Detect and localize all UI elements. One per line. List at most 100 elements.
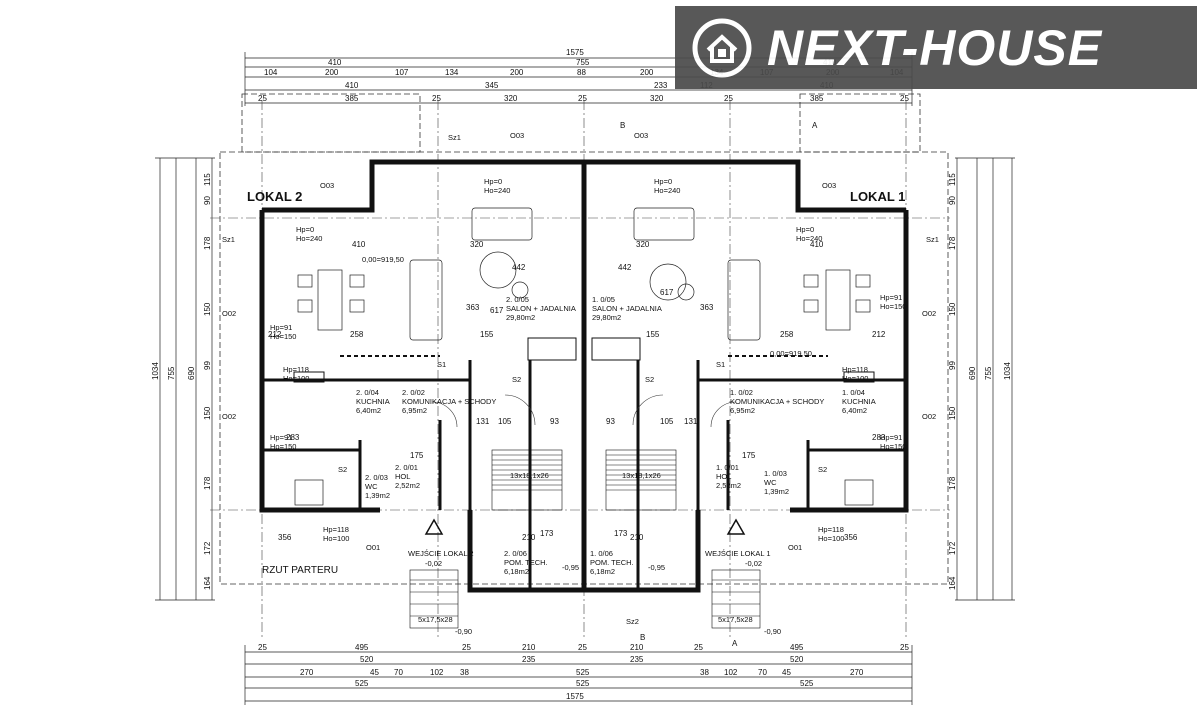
svg-text:1034: 1034 [1003, 362, 1012, 380]
svg-text:270: 270 [850, 668, 864, 677]
svg-text:KOMUNIKACJA + SCHODY: KOMUNIKACJA + SCHODY [730, 397, 824, 406]
svg-text:SALON + JADALNIA: SALON + JADALNIA [506, 304, 576, 313]
svg-text:283: 283 [286, 433, 300, 442]
svg-text:6,40m2: 6,40m2 [842, 406, 867, 415]
dimension-lines-sides [155, 157, 1015, 601]
svg-text:173: 173 [614, 529, 628, 538]
svg-text:O02: O02 [222, 309, 236, 318]
dimension-text-left: 1034 755 690 115 90 178 150 99 150 178 1… [151, 173, 212, 590]
svg-text:70: 70 [394, 668, 403, 677]
svg-text:Ho=240: Ho=240 [796, 234, 822, 243]
svg-text:KOMUNIKACJA + SCHODY: KOMUNIKACJA + SCHODY [402, 397, 496, 406]
svg-text:495: 495 [790, 643, 804, 652]
svg-text:1,39m2: 1,39m2 [365, 491, 390, 500]
svg-text:442: 442 [618, 263, 632, 272]
svg-text:0,00=919,50: 0,00=919,50 [362, 255, 404, 264]
svg-text:178: 178 [948, 476, 957, 490]
svg-text:200: 200 [640, 68, 654, 77]
svg-text:Hp=0: Hp=0 [654, 177, 672, 186]
svg-text:POM. TECH.: POM. TECH. [504, 558, 548, 567]
svg-text:45: 45 [782, 668, 791, 677]
svg-text:105: 105 [498, 417, 512, 426]
svg-text:258: 258 [350, 330, 364, 339]
svg-text:25: 25 [258, 94, 267, 103]
svg-text:Ho=150: Ho=150 [880, 442, 906, 451]
svg-text:175: 175 [410, 451, 424, 460]
svg-text:93: 93 [606, 417, 615, 426]
svg-text:6,95m2: 6,95m2 [730, 406, 755, 415]
svg-text:617: 617 [490, 306, 504, 315]
svg-text:104: 104 [264, 68, 278, 77]
svg-text:115: 115 [203, 173, 212, 186]
brand-banner: NEXT-HOUSE [675, 6, 1197, 89]
svg-text:Sz1: Sz1 [448, 133, 461, 142]
svg-text:Hp=0: Hp=0 [296, 225, 314, 234]
svg-text:178: 178 [203, 236, 212, 250]
svg-text:1. 0/01: 1. 0/01 [716, 463, 739, 472]
svg-text:A: A [812, 121, 818, 130]
dimension-lines-bottom [244, 645, 913, 705]
svg-text:S1: S1 [437, 360, 446, 369]
interior-walls [262, 360, 906, 590]
svg-text:212: 212 [268, 330, 282, 339]
svg-text:178: 178 [948, 236, 957, 250]
svg-text:2,52m2: 2,52m2 [395, 481, 420, 490]
svg-text:70: 70 [758, 668, 767, 677]
svg-text:2. 0/02: 2. 0/02 [402, 388, 425, 397]
svg-text:164: 164 [948, 576, 957, 590]
svg-text:320: 320 [636, 240, 650, 249]
svg-text:5x17,5x28: 5x17,5x28 [418, 615, 453, 624]
svg-text:Ho=100: Ho=100 [283, 374, 309, 383]
svg-text:1575: 1575 [566, 692, 584, 701]
svg-text:2,52m2: 2,52m2 [716, 481, 741, 490]
svg-text:Ho=100: Ho=100 [842, 374, 868, 383]
svg-text:1034: 1034 [151, 362, 160, 380]
svg-text:O02: O02 [922, 412, 936, 421]
svg-text:25: 25 [578, 643, 587, 652]
svg-text:410: 410 [345, 81, 359, 90]
svg-text:617: 617 [660, 288, 674, 297]
svg-text:1. 0/06: 1. 0/06 [590, 549, 613, 558]
svg-text:2. 0/04: 2. 0/04 [356, 388, 379, 397]
unit-label-2: LOKAL 2 [247, 189, 302, 204]
svg-text:O03: O03 [510, 131, 524, 140]
svg-text:WEJŚCIE LOKAL 1: WEJŚCIE LOKAL 1 [705, 549, 771, 558]
svg-text:210: 210 [522, 643, 536, 652]
svg-text:Ho=100: Ho=100 [323, 534, 349, 543]
svg-text:25: 25 [900, 643, 909, 652]
svg-text:25: 25 [900, 94, 909, 103]
svg-text:SALON + JADALNIA: SALON + JADALNIA [592, 304, 662, 313]
svg-text:520: 520 [360, 655, 374, 664]
svg-text:320: 320 [504, 94, 518, 103]
svg-text:102: 102 [430, 668, 444, 677]
svg-text:Ho=150: Ho=150 [880, 302, 906, 311]
svg-text:S2: S2 [512, 375, 521, 384]
svg-text:235: 235 [630, 655, 644, 664]
svg-text:131: 131 [684, 417, 698, 426]
plan-title: RZUT PARTERU [262, 565, 338, 576]
svg-text:363: 363 [700, 303, 714, 312]
svg-text:HOL: HOL [395, 472, 410, 481]
svg-text:O01: O01 [366, 543, 380, 552]
svg-text:O03: O03 [822, 181, 836, 190]
svg-text:90: 90 [948, 196, 957, 205]
svg-text:-0,95: -0,95 [562, 563, 579, 572]
svg-text:6,18m2: 6,18m2 [504, 567, 529, 576]
svg-text:S2: S2 [645, 375, 654, 384]
svg-text:525: 525 [355, 679, 369, 688]
svg-text:520: 520 [790, 655, 804, 664]
svg-text:2. 0/01: 2. 0/01 [395, 463, 418, 472]
svg-text:O02: O02 [922, 309, 936, 318]
svg-text:200: 200 [510, 68, 524, 77]
svg-text:Hp=118: Hp=118 [323, 525, 349, 534]
svg-text:Ho=150: Ho=150 [270, 332, 296, 341]
svg-text:210: 210 [522, 533, 536, 542]
svg-text:Ho=240: Ho=240 [484, 186, 510, 195]
svg-text:-0,90: -0,90 [455, 627, 472, 636]
svg-text:Hp=118: Hp=118 [283, 365, 309, 374]
svg-text:233: 233 [654, 81, 668, 90]
svg-text:-0,02: -0,02 [425, 559, 442, 568]
svg-text:525: 525 [576, 679, 590, 688]
svg-text:88: 88 [577, 68, 586, 77]
